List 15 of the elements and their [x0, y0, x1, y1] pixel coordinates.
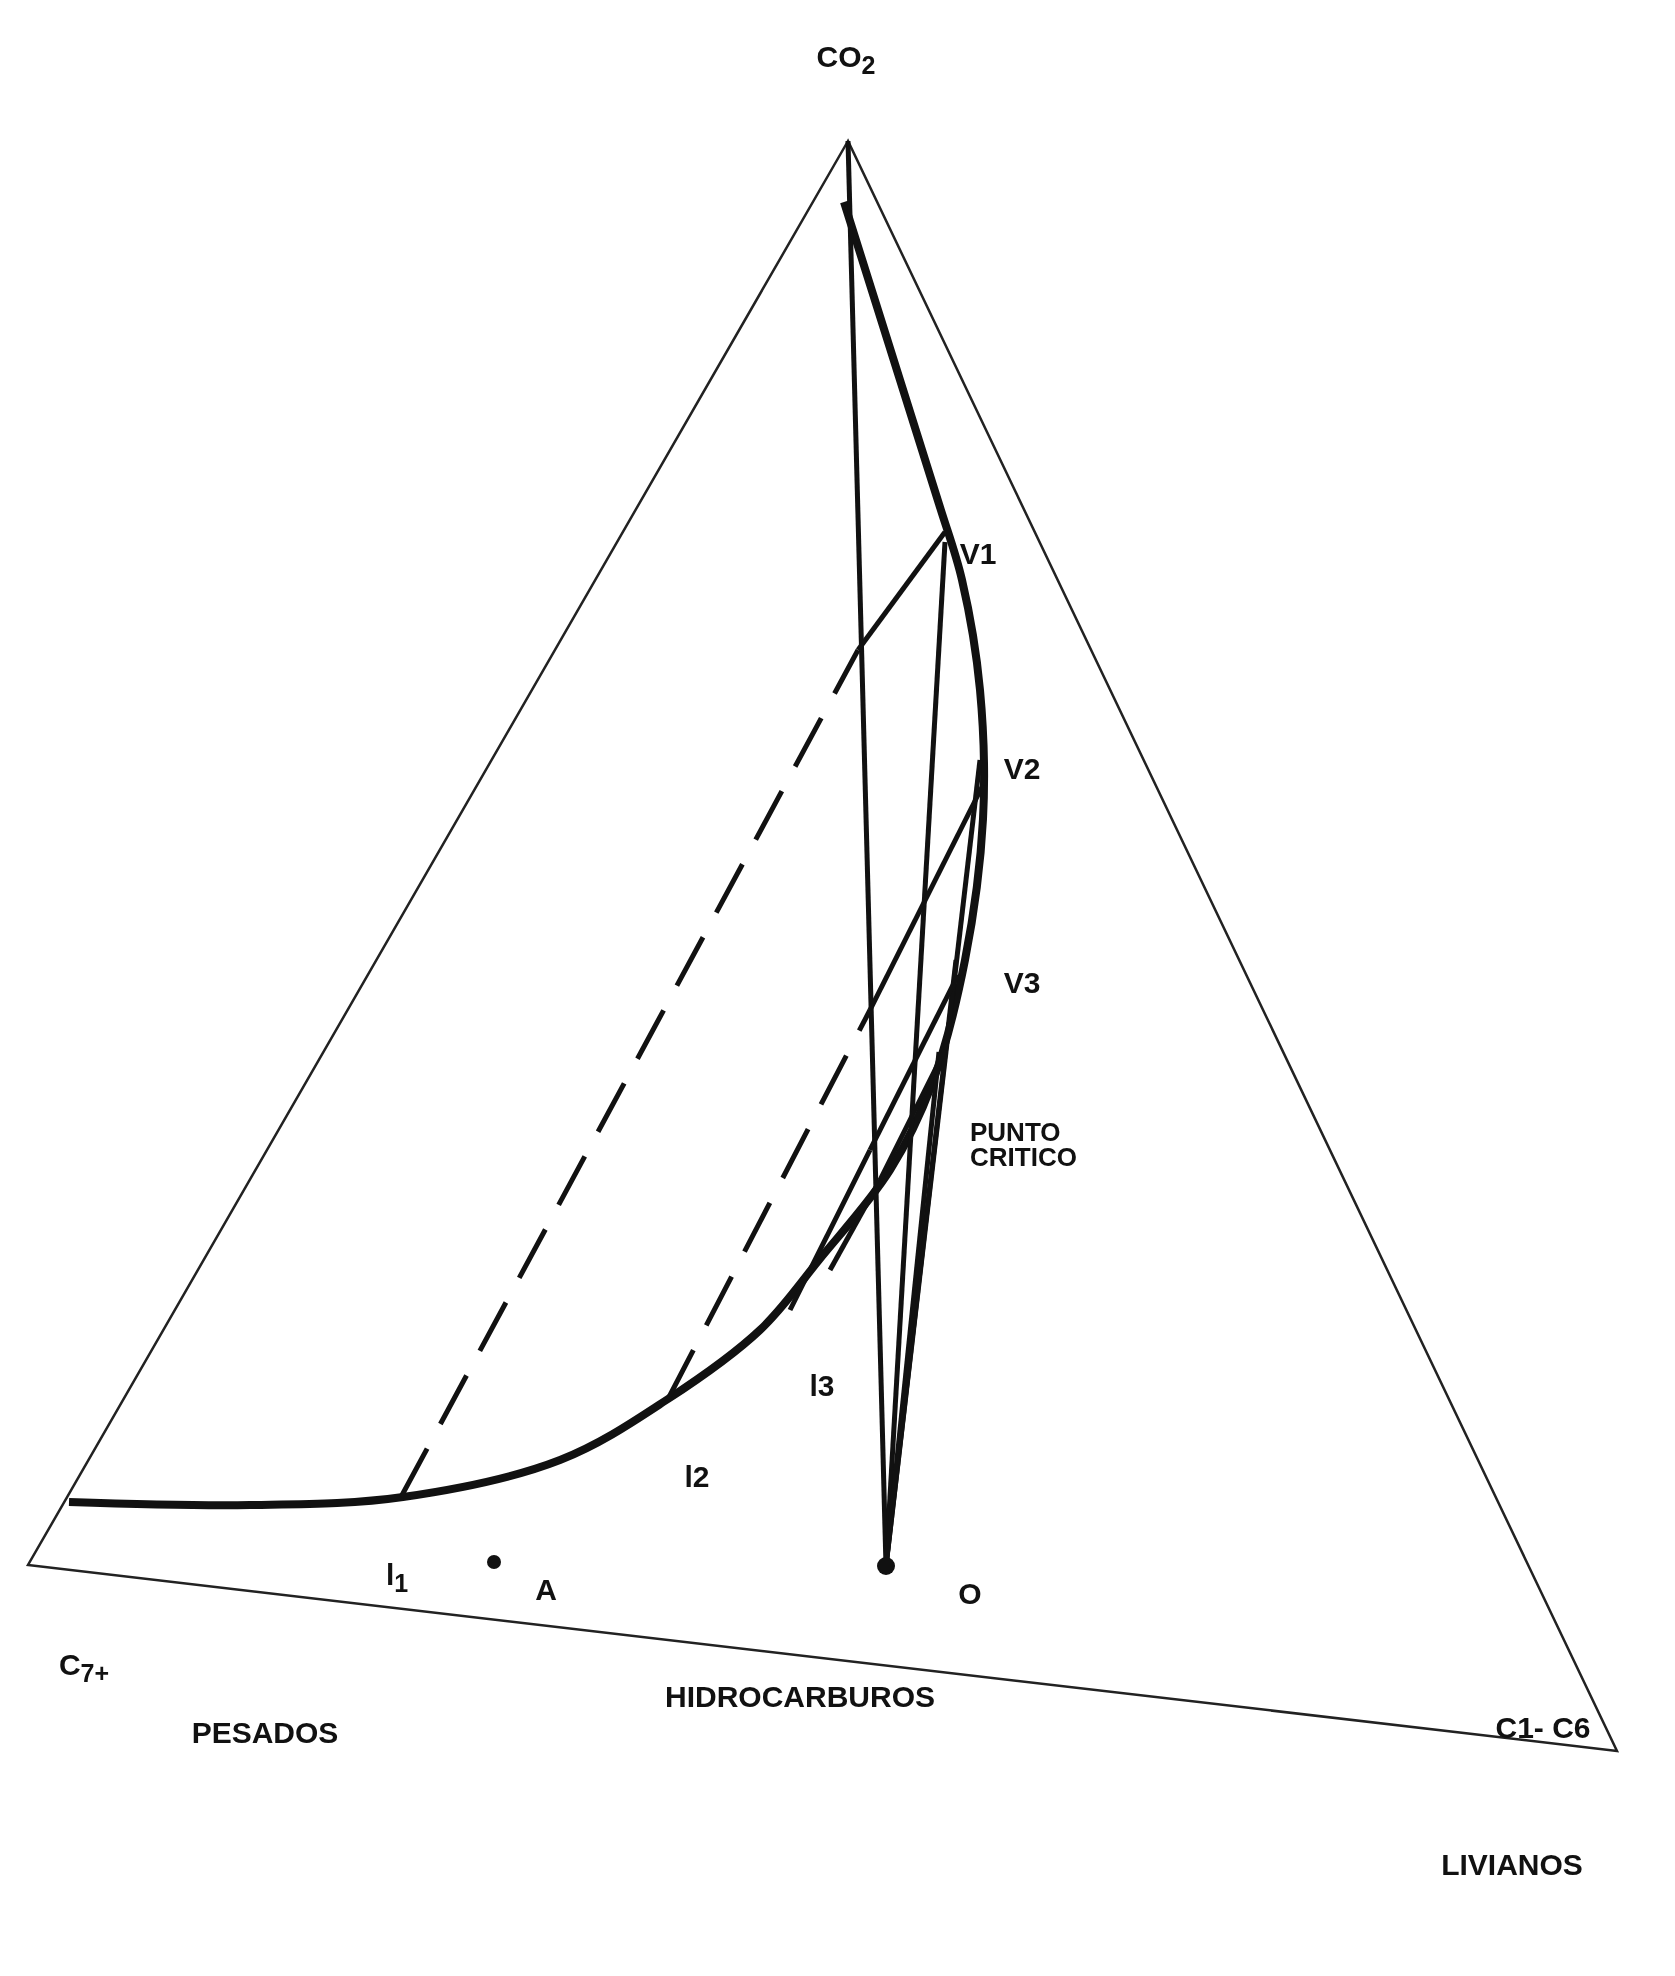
point-label: V3 — [1003, 968, 1041, 998]
point-label: V2 — [1003, 754, 1041, 784]
vertex-label: CO$_{2}$ — [816, 42, 876, 78]
axis-label: PESADOS — [191, 1718, 339, 1748]
point-label: A — [535, 1575, 557, 1605]
point-label: O — [958, 1579, 982, 1609]
vertex-label: C$_{7+}$ — [58, 1650, 110, 1686]
point-label: V1 — [959, 539, 997, 569]
point-label: l2 — [684, 1462, 710, 1492]
point-label: l3 — [809, 1371, 835, 1401]
axis-label: LIVIANOS — [1441, 1850, 1583, 1880]
point-label: PUNTO CRITICO — [970, 1120, 1078, 1170]
vertex-label: C1- C6 — [1495, 1713, 1591, 1743]
point-label: l$_{1}$ — [385, 1560, 409, 1596]
axis-label: HIDROCARBUROS — [665, 1682, 935, 1712]
